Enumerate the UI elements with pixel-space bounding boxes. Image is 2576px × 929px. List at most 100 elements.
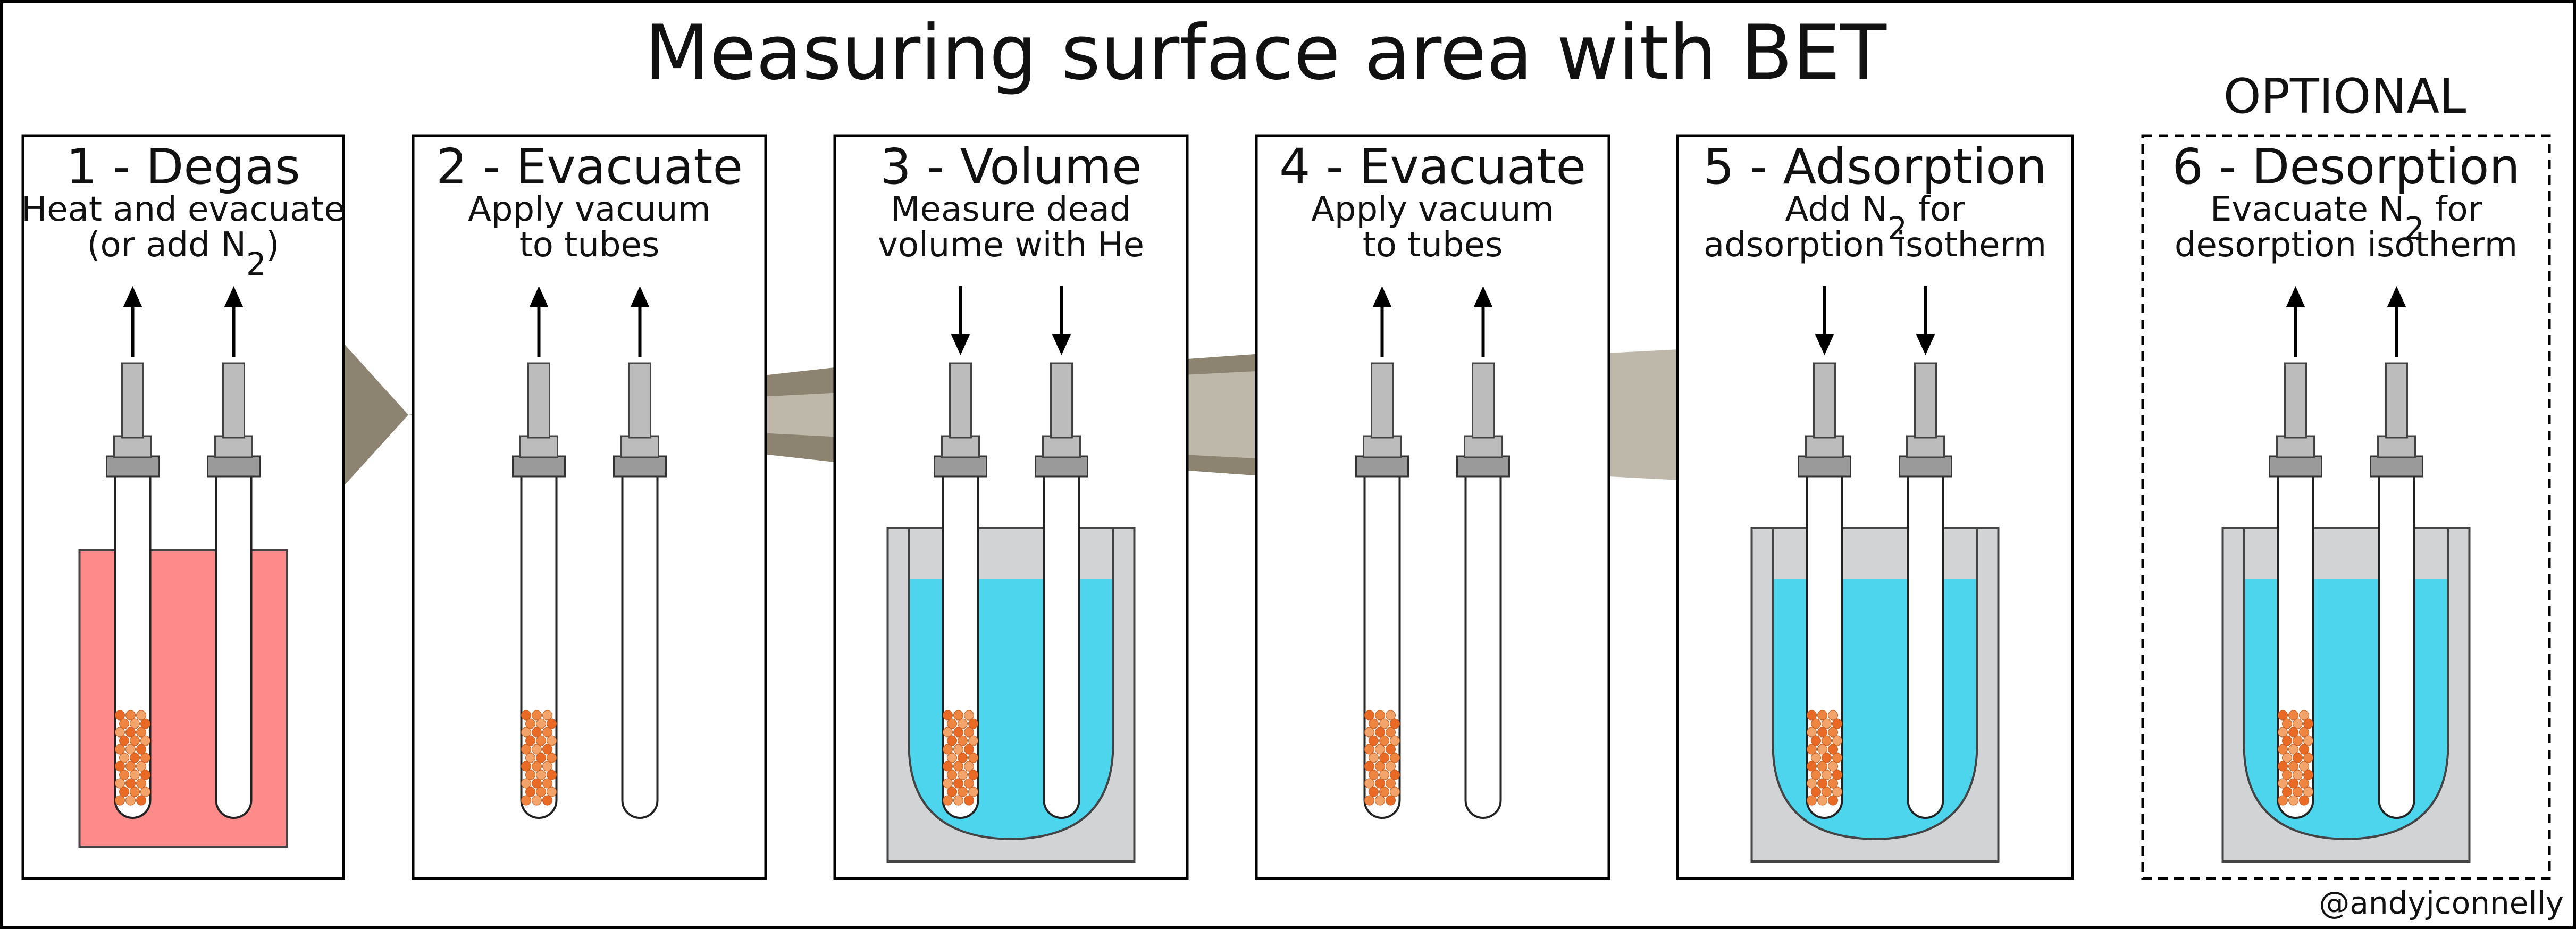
sample-grain [130, 718, 140, 729]
sample-grain [1822, 718, 1832, 729]
step-line-2-pre: to tubes [1363, 225, 1503, 265]
step-line-1-post: for [2424, 190, 2482, 229]
step-line-2-post: ) [266, 225, 279, 265]
tube-connector [941, 435, 980, 458]
tube-collar [613, 455, 667, 478]
sample-grain [119, 769, 129, 780]
sample-grain [1807, 761, 1817, 772]
sample-grain [953, 710, 963, 721]
sample-grain [2278, 761, 2288, 772]
tube-collar [1456, 455, 1510, 478]
sample-grain [542, 727, 552, 738]
sample-grain [1390, 786, 1400, 797]
flow-arrow-right [2387, 286, 2406, 357]
sample-grain [2299, 761, 2309, 772]
flow-arrow-left [1815, 286, 1834, 355]
sample-grain [953, 727, 963, 738]
sample-grain [547, 735, 557, 746]
tube-connector [1042, 435, 1081, 458]
sample-grain [1379, 786, 1389, 797]
sample-grain [2293, 769, 2303, 780]
sample-grain [542, 778, 552, 789]
step-line-2: to tubes [1363, 225, 1503, 265]
sample-grain [1379, 752, 1389, 763]
tube-connector [1464, 435, 1503, 458]
sample-grain [2293, 786, 2303, 797]
sample-grain [542, 744, 552, 755]
arrow-head [1916, 334, 1935, 355]
sample-grain [1386, 795, 1396, 806]
sample-grain [2299, 710, 2309, 721]
tube-stem [1914, 362, 1937, 439]
step-line-2: (or add N2) [87, 225, 280, 282]
liquid-dewar [886, 527, 1136, 863]
connector-arrow-1 [331, 330, 408, 500]
step-line-1: Apply vacuum [1311, 190, 1554, 229]
liquid-nitrogen [1773, 579, 1977, 839]
tube-stem [1371, 362, 1394, 439]
sample-grain [1832, 786, 1842, 797]
tube-stem [1472, 362, 1495, 439]
sample-grain [1364, 727, 1374, 738]
optional-label: OPTIONAL [2223, 69, 2466, 124]
tube-collar [1355, 455, 1409, 478]
sample-grain [1390, 735, 1400, 746]
sample-grain [136, 795, 146, 806]
step-frame [1255, 134, 1610, 880]
sample-grain [119, 735, 129, 746]
tube-stem [527, 362, 550, 439]
flow-arrow-left [951, 286, 970, 355]
sample-grain [953, 795, 963, 806]
sample-grain [947, 752, 957, 763]
sample-grain [2293, 752, 2303, 763]
sample-grain [136, 710, 146, 721]
sample-grain [130, 752, 140, 763]
flow-arrow-left [529, 286, 549, 357]
sample-grain [943, 761, 953, 772]
sample-grains [1364, 710, 1400, 806]
sample-grain [1386, 710, 1396, 721]
sample-grain [968, 735, 978, 746]
dewar-inner-wall [2243, 528, 2449, 841]
tube-collar [1035, 455, 1088, 478]
sample-grain [1375, 710, 1385, 721]
arrow-head [951, 334, 970, 355]
sample-grain [964, 761, 974, 772]
sample-grain [532, 744, 542, 755]
sample-grain [943, 778, 953, 789]
flow-arrow-right [224, 286, 244, 357]
step-line-2-pre: (or add N [87, 225, 246, 265]
sample-grain [2288, 744, 2298, 755]
sample-grain [964, 710, 974, 721]
sample-grain [1807, 710, 1817, 721]
sample-grain [125, 778, 136, 789]
sample-grain [958, 769, 968, 780]
sample-grain [1811, 786, 1821, 797]
sample-grain [547, 786, 557, 797]
sample-grain [1817, 710, 1827, 721]
step-line-2: volume with He [878, 225, 1144, 265]
sample-grain [1364, 778, 1374, 789]
sample-grain [1828, 710, 1838, 721]
sample-grain [2303, 718, 2313, 729]
connector-arrow-5 [407, 330, 2063, 500]
sample-tube [1798, 362, 1851, 819]
reference-tube [1899, 362, 1952, 819]
heating-mantle [78, 549, 288, 848]
tube-stem [2385, 362, 2408, 439]
sample-grain [1375, 761, 1385, 772]
step-line-1: Heat and evacuate [21, 190, 345, 229]
sample-grain [953, 778, 963, 789]
sample-grain [1811, 769, 1821, 780]
sample-grain [2303, 752, 2313, 763]
step-line-1-sub: 2 [1887, 210, 1907, 247]
sample-grain [525, 735, 535, 746]
step-title: 1 - Degas [66, 138, 300, 195]
tube-collar [2269, 455, 2322, 478]
sample-grain [125, 744, 136, 755]
tube-collar [2370, 455, 2423, 478]
reference-tube [613, 362, 667, 819]
sample-grain [964, 727, 974, 738]
sample-grain [2303, 769, 2313, 780]
